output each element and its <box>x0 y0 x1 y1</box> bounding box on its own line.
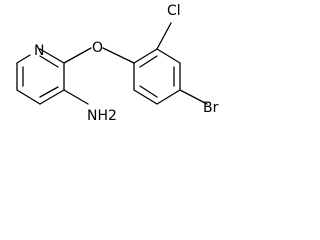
bond-c1-c2 <box>133 48 158 64</box>
chemical-structure-diagram: N O Cl Br NH2 <box>16 3 219 124</box>
bond-c2-o <box>63 47 92 64</box>
bond-c3-nh2 <box>63 89 89 105</box>
amino-label: NH2 <box>87 108 117 124</box>
bond-c2-cl <box>156 22 172 50</box>
double-bond-c3-c4 <box>39 86 59 98</box>
bond-c5-c6 <box>133 89 158 105</box>
double-bond-c5-c6 <box>139 85 158 98</box>
bond-c6-n <box>16 54 31 64</box>
chlorine-label: Cl <box>167 3 181 19</box>
substituent-bonds <box>63 47 135 105</box>
bond-c4-c5 <box>156 89 181 105</box>
bond-n-c2 <box>39 48 65 64</box>
pyridine-nitrogen-label: N <box>34 43 44 59</box>
ether-oxygen-label: O <box>92 40 103 56</box>
pyridine-ring <box>16 48 65 105</box>
bond-c4-c5 <box>16 89 41 105</box>
bond-c2-c3 <box>156 48 181 64</box>
double-bond-c1-c2 <box>139 55 158 68</box>
bond-c4-br <box>179 89 208 105</box>
phenyl-ring <box>133 22 208 105</box>
bond-c3-c4 <box>39 89 65 105</box>
double-bond-n-c2 <box>39 55 59 68</box>
bromine-label: Br <box>203 100 219 116</box>
bond-o-c1-prime <box>102 47 135 64</box>
